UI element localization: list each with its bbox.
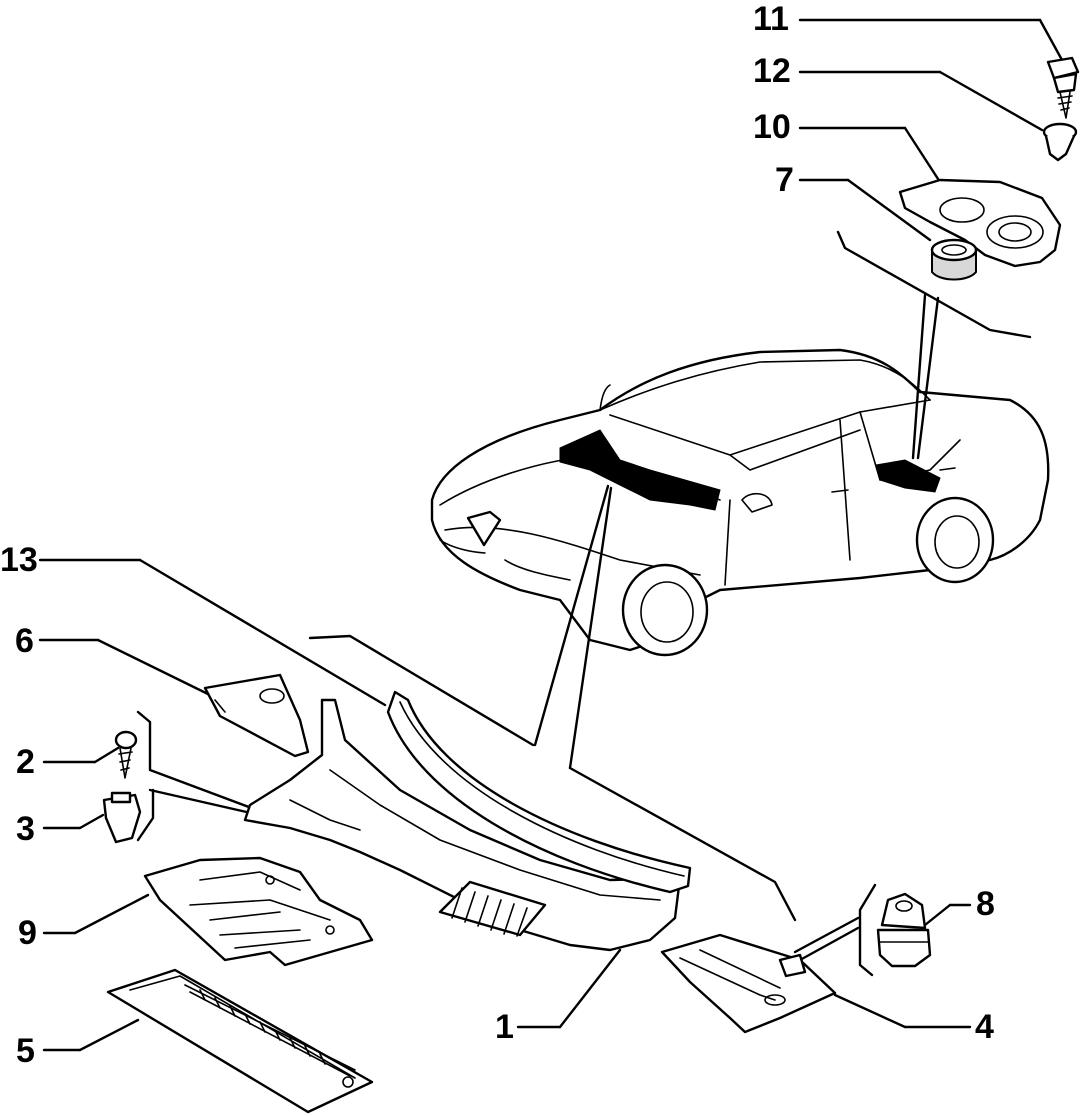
- callout-11: 11: [753, 0, 789, 38]
- part-3-nut-clip: [102, 791, 142, 844]
- callout-4: 4: [975, 1008, 994, 1046]
- part-9-cover: [143, 856, 374, 967]
- callout-7: 7: [775, 161, 794, 199]
- callout-6: 6: [15, 622, 34, 660]
- callout-9: 9: [18, 914, 37, 952]
- car-illustration: [430, 348, 1050, 657]
- leader-lines: [38, 18, 1064, 1052]
- callout-5: 5: [16, 1032, 35, 1070]
- part-11-bolt: [1046, 56, 1080, 119]
- part-2-screw: [114, 730, 138, 779]
- part-8-drain-valve: [876, 892, 932, 968]
- callout-2: 2: [16, 743, 35, 781]
- callout-8: 8: [976, 885, 995, 923]
- part-13-seal: [386, 690, 692, 894]
- part-1-cowl-panel: [243, 698, 682, 952]
- callout-12: 12: [753, 52, 791, 90]
- part-10-plate: [898, 178, 1062, 268]
- part-12-clip: [1042, 122, 1078, 162]
- callout-10: 10: [753, 108, 791, 146]
- callout-3: 3: [16, 810, 35, 848]
- callout-13: 13: [0, 541, 38, 579]
- part-7-grommet: [930, 238, 978, 281]
- part-4-channel: [660, 933, 837, 1034]
- callout-1: 1: [495, 1008, 514, 1046]
- callout-labels: 11 12 10 7 13 6 2 3 9 5 1 4 8: [0, 0, 995, 1070]
- part-6-end-cap: [203, 673, 310, 758]
- part-5-grille: [106, 968, 374, 1114]
